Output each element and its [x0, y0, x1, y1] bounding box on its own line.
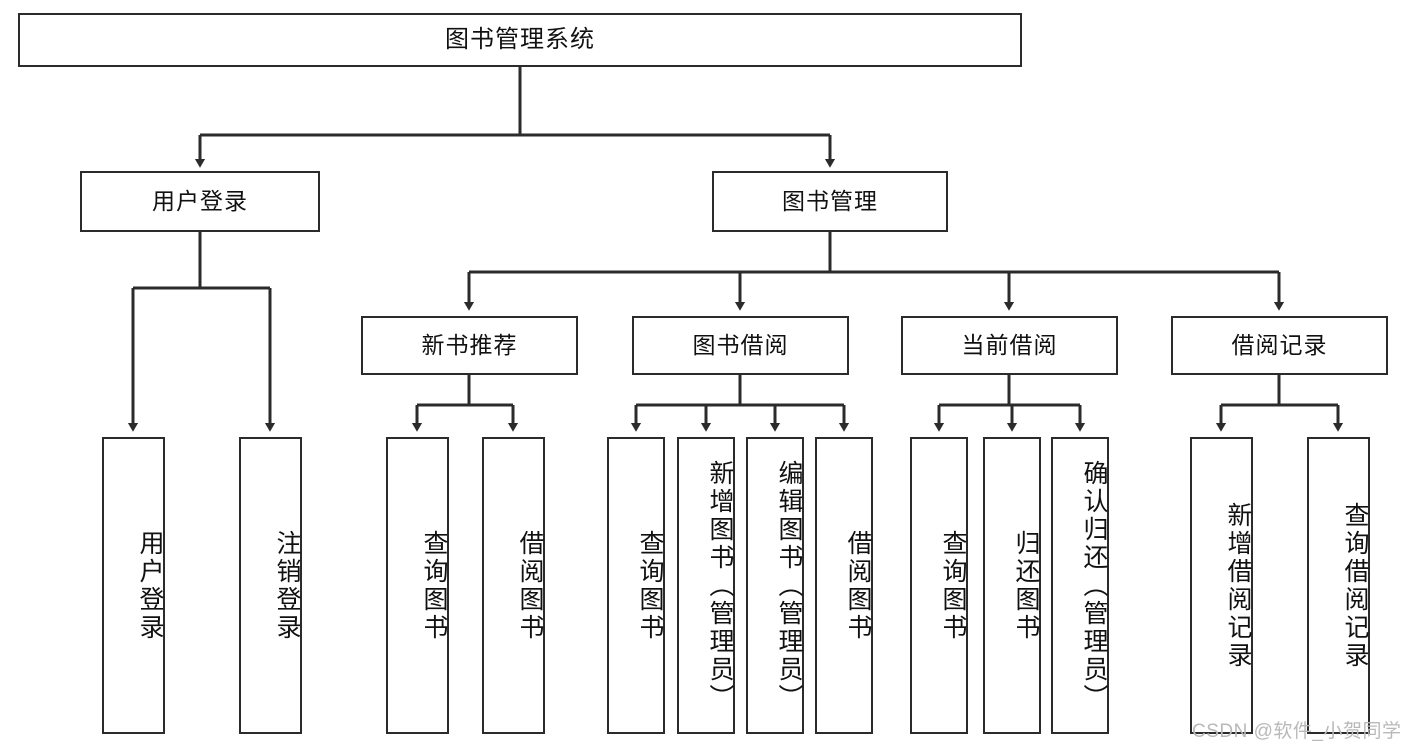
node-leaf-return-book[interactable]: 归还图书 — [983, 437, 1041, 734]
node-borrow-record-label: 借阅记录 — [1231, 331, 1328, 358]
node-leaf-add-record-label: 新增借阅记录 — [1224, 501, 1252, 670]
csdn-watermark: CSDN @软件_小贺同学 — [1192, 721, 1402, 742]
node-root-label: 图书管理系统 — [445, 25, 595, 53]
node-leaf-user-login[interactable]: 用户登录 — [102, 437, 165, 734]
node-current-borrow-label: 当前借阅 — [961, 331, 1058, 358]
node-book-manage-label: 图书管理 — [782, 187, 878, 214]
node-leaf-logout[interactable]: 注销登录 — [239, 437, 302, 734]
node-leaf-add-book[interactable]: 新增图书（管理员） — [677, 437, 735, 734]
node-leaf-borrow-book-rec-label: 借阅图书 — [516, 529, 544, 642]
node-leaf-borrow-book-rec[interactable]: 借阅图书 — [482, 437, 545, 734]
node-leaf-logout-label: 注销登录 — [273, 529, 301, 642]
node-leaf-query-book-rec-label: 查询图书 — [420, 529, 448, 642]
node-leaf-confirm-return[interactable]: 确认归还（管理员） — [1051, 437, 1109, 734]
node-borrow-record[interactable]: 借阅记录 — [1171, 316, 1388, 375]
node-leaf-query-book-cur-label: 查询图书 — [939, 529, 967, 642]
node-user-login-label: 用户登录 — [152, 187, 248, 214]
node-leaf-borrow-book[interactable]: 借阅图书 — [815, 437, 873, 734]
node-book-borrow-label: 图书借阅 — [692, 331, 789, 358]
node-leaf-add-book-label: 新增图书（管理员） — [706, 459, 734, 712]
node-leaf-borrow-book-label: 借阅图书 — [844, 529, 872, 642]
node-book-manage[interactable]: 图书管理 — [712, 171, 948, 232]
node-user-login[interactable]: 用户登录 — [80, 171, 320, 232]
node-leaf-edit-book-label: 编辑图书（管理员） — [775, 459, 803, 712]
node-new-book-rec-label: 新书推荐 — [421, 331, 518, 358]
node-book-borrow[interactable]: 图书借阅 — [632, 316, 849, 375]
node-root[interactable]: 图书管理系统 — [18, 13, 1022, 67]
node-leaf-query-book-borrow[interactable]: 查询图书 — [607, 437, 665, 734]
node-leaf-confirm-return-label: 确认归还（管理员） — [1080, 459, 1108, 712]
node-leaf-return-book-label: 归还图书 — [1012, 529, 1040, 642]
node-new-book-rec[interactable]: 新书推荐 — [361, 316, 578, 375]
node-leaf-edit-book[interactable]: 编辑图书（管理员） — [746, 437, 804, 734]
node-leaf-add-record[interactable]: 新增借阅记录 — [1190, 437, 1253, 734]
node-leaf-query-book-cur[interactable]: 查询图书 — [910, 437, 968, 734]
node-leaf-query-book-borrow-label: 查询图书 — [636, 529, 664, 642]
node-current-borrow[interactable]: 当前借阅 — [901, 316, 1118, 375]
node-leaf-query-book-rec[interactable]: 查询图书 — [386, 437, 449, 734]
node-leaf-query-record-label: 查询借阅记录 — [1341, 501, 1369, 670]
node-leaf-query-record[interactable]: 查询借阅记录 — [1307, 437, 1370, 734]
node-leaf-user-login-label: 用户登录 — [136, 529, 164, 642]
